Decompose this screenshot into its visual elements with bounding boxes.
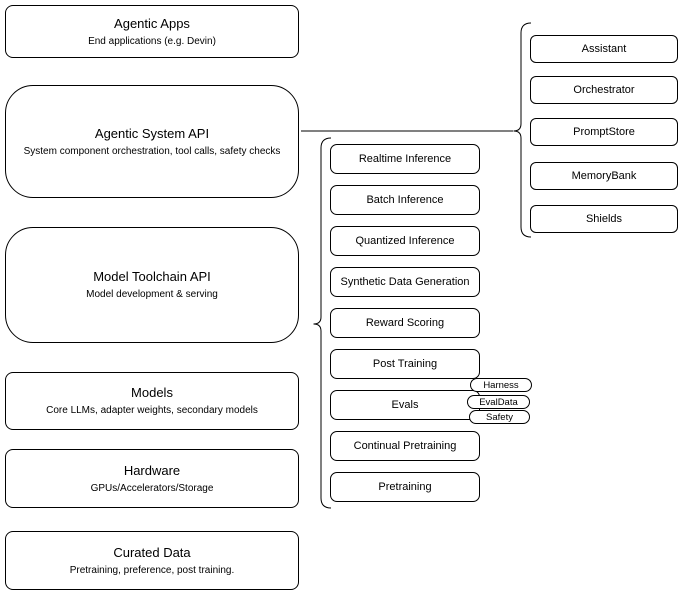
box-label: Evals: [391, 399, 419, 411]
box-label: Post Training: [372, 358, 438, 370]
box-subtitle: Core LLMs, adapter weights, secondary mo…: [46, 405, 258, 416]
tag-safety: Safety: [469, 410, 530, 424]
box-label: Pretraining: [378, 481, 432, 493]
box-subtitle: GPUs/Accelerators/Storage: [90, 482, 214, 494]
box-models: Models Core LLMs, adapter weights, secon…: [5, 372, 299, 430]
box-title: Model Toolchain API: [93, 269, 211, 284]
box-subtitle: Model development & serving: [86, 289, 218, 300]
box-reward-scoring: Reward Scoring: [330, 308, 480, 338]
box-title: Models: [131, 385, 173, 400]
box-label: Orchestrator: [573, 84, 635, 96]
box-label: PromptStore: [573, 126, 635, 138]
box-agentic-system-api: Agentic System API System component orch…: [5, 85, 299, 198]
box-realtime-inference: Realtime Inference: [330, 144, 480, 174]
tag-label: EvalData: [479, 396, 518, 408]
box-title: Agentic Apps: [114, 15, 190, 31]
box-label: Batch Inference: [366, 194, 444, 206]
box-label: Synthetic Data Generation: [340, 276, 470, 288]
box-label: Realtime Inference: [358, 153, 452, 165]
box-synthetic-data-generation: Synthetic Data Generation: [330, 267, 480, 297]
box-continual-pretraining: Continual Pretraining: [330, 431, 480, 461]
box-quantized-inference: Quantized Inference: [330, 226, 480, 256]
box-label: Quantized Inference: [355, 235, 455, 247]
tag-label: Safety: [486, 411, 513, 423]
box-label: Continual Pretraining: [353, 440, 457, 452]
box-title: Hardware: [123, 462, 181, 478]
box-label: Reward Scoring: [365, 317, 445, 329]
box-label: Shields: [585, 213, 623, 225]
box-evals: Evals: [330, 390, 480, 420]
tag-evaldata: EvalData: [467, 395, 530, 409]
right-column-brace: [513, 22, 532, 238]
box-memorybank: MemoryBank: [530, 162, 678, 190]
box-subtitle: Pretraining, preference, post training.: [69, 564, 235, 576]
box-orchestrator: Orchestrator: [530, 76, 678, 104]
box-assistant: Assistant: [530, 35, 678, 63]
box-model-toolchain-api: Model Toolchain API Model development & …: [5, 227, 299, 343]
box-hardware: Hardware GPUs/Accelerators/Storage: [5, 449, 299, 508]
box-pretraining: Pretraining: [330, 472, 480, 502]
box-subtitle: End applications (e.g. Devin): [88, 35, 216, 47]
box-title: Agentic System API: [94, 125, 210, 141]
box-title: Curated Data: [113, 544, 191, 560]
middle-column-brace: [313, 137, 332, 509]
box-agentic-apps: Agentic Apps End applications (e.g. Devi…: [5, 5, 299, 58]
box-subtitle: System component orchestration, tool cal…: [23, 145, 281, 157]
box-batch-inference: Batch Inference: [330, 185, 480, 215]
box-shields: Shields: [530, 205, 678, 233]
tag-harness: Harness: [470, 378, 532, 392]
box-promptstore: PromptStore: [530, 118, 678, 146]
box-post-training: Post Training: [330, 349, 480, 379]
box-label: MemoryBank: [571, 170, 637, 182]
box-curated-data: Curated Data Pretraining, preference, po…: [5, 531, 299, 590]
box-label: Assistant: [581, 43, 627, 55]
tag-label: Harness: [483, 379, 519, 391]
